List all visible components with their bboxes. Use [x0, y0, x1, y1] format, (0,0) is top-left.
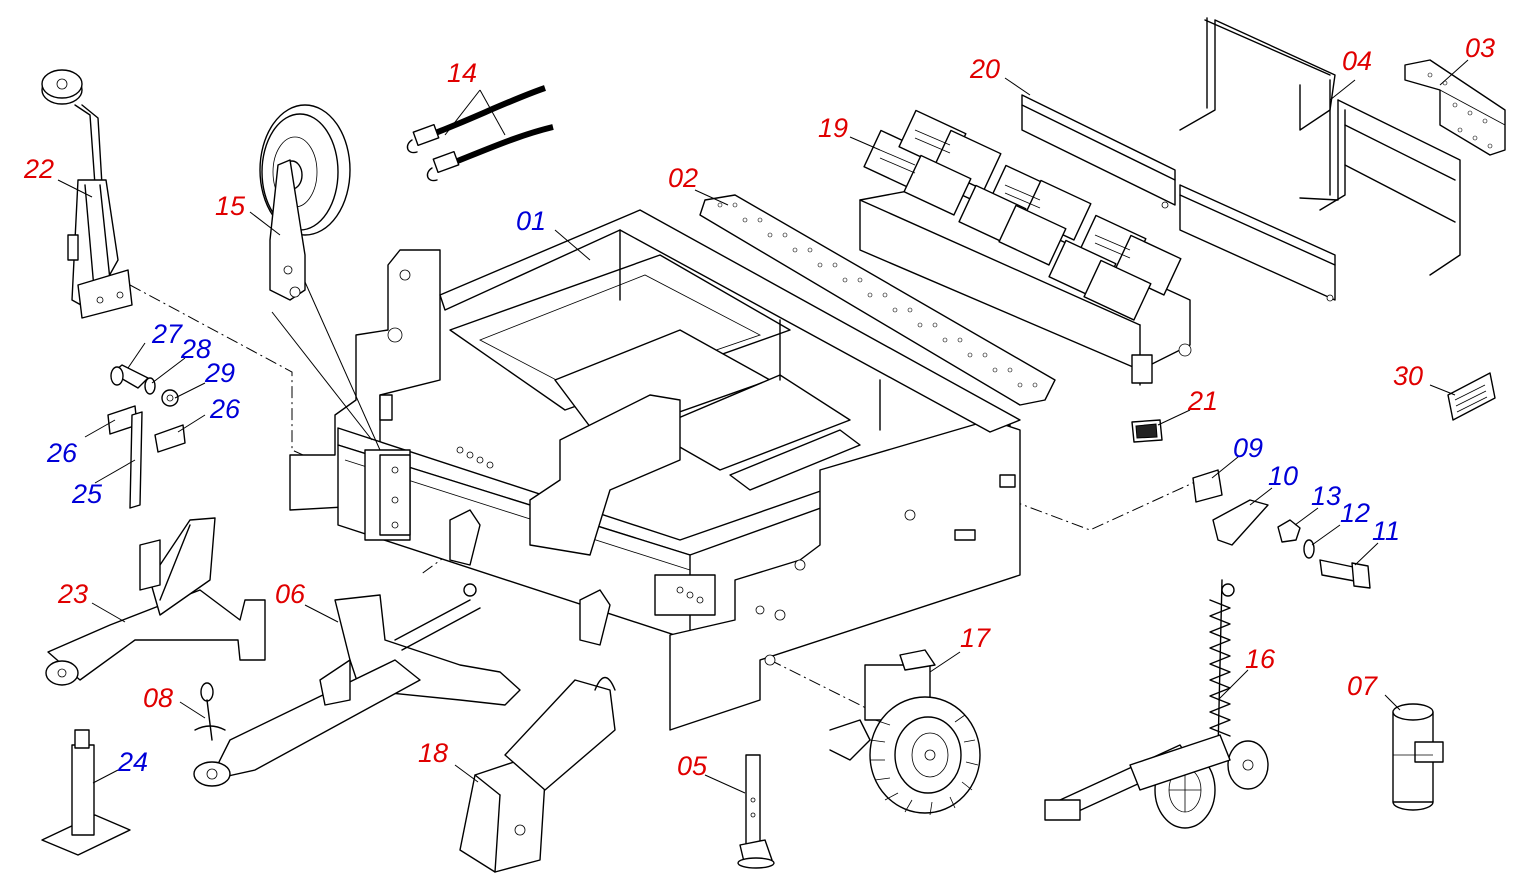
drive-wheel-part	[829, 649, 981, 816]
label-09: 09	[1233, 433, 1263, 463]
label-04: 04	[1342, 46, 1372, 76]
label-24: 24	[117, 747, 148, 777]
label-15: 15	[215, 191, 246, 221]
label-13: 13	[1311, 481, 1341, 511]
drum-assembly-part	[859, 109, 1192, 386]
pin-set-parts	[107, 364, 186, 509]
label-23: 23	[57, 579, 88, 609]
parking-stand-part	[41, 729, 131, 856]
small-box-part	[1131, 419, 1163, 443]
label-18: 18	[418, 738, 448, 768]
gearbox-part	[459, 676, 616, 873]
jack-part	[737, 754, 775, 869]
label-06: 06	[275, 579, 306, 609]
label-01: 01	[516, 206, 546, 236]
label-26-right: 26	[209, 394, 241, 424]
part-labels: 22 27 28 29 26 26 25 23 24 14 15 01 02 1…	[23, 33, 1495, 781]
marker-arm-part	[41, 69, 133, 319]
hitch-pin-part	[194, 682, 226, 741]
side-panels-part	[1021, 94, 1336, 302]
label-30: 30	[1393, 361, 1423, 391]
jockey-wheel-part	[259, 104, 351, 301]
label-29: 29	[204, 358, 235, 388]
label-21: 21	[1187, 386, 1218, 416]
label-05: 05	[677, 751, 708, 781]
decal-part	[1447, 372, 1496, 421]
label-27: 27	[151, 319, 183, 349]
label-22: 22	[23, 154, 54, 184]
label-20: 20	[969, 54, 1000, 84]
label-02: 02	[668, 163, 698, 193]
label-25: 25	[71, 479, 103, 509]
label-17: 17	[960, 623, 991, 653]
main-frame-part	[289, 209, 1021, 731]
drawbar-part	[193, 583, 521, 787]
label-03: 03	[1465, 33, 1495, 63]
canister-part	[1392, 703, 1444, 811]
label-08: 08	[143, 683, 173, 713]
label-11: 11	[1372, 516, 1400, 546]
label-28: 28	[180, 334, 211, 364]
label-10: 10	[1268, 461, 1298, 491]
label-12: 12	[1340, 498, 1370, 528]
handrail-part	[1179, 17, 1461, 276]
label-26-left: 26	[46, 438, 78, 468]
label-07: 07	[1347, 671, 1378, 701]
label-16: 16	[1245, 644, 1276, 674]
label-14: 14	[447, 58, 477, 88]
perforated-plate-part	[699, 194, 1056, 406]
seeder-unit-part	[1044, 579, 1269, 829]
hoses-part	[406, 85, 554, 182]
leader-lines	[57, 59, 1469, 794]
hitch-part	[45, 517, 266, 686]
hardware-parts	[1192, 469, 1371, 589]
label-19: 19	[818, 113, 848, 143]
